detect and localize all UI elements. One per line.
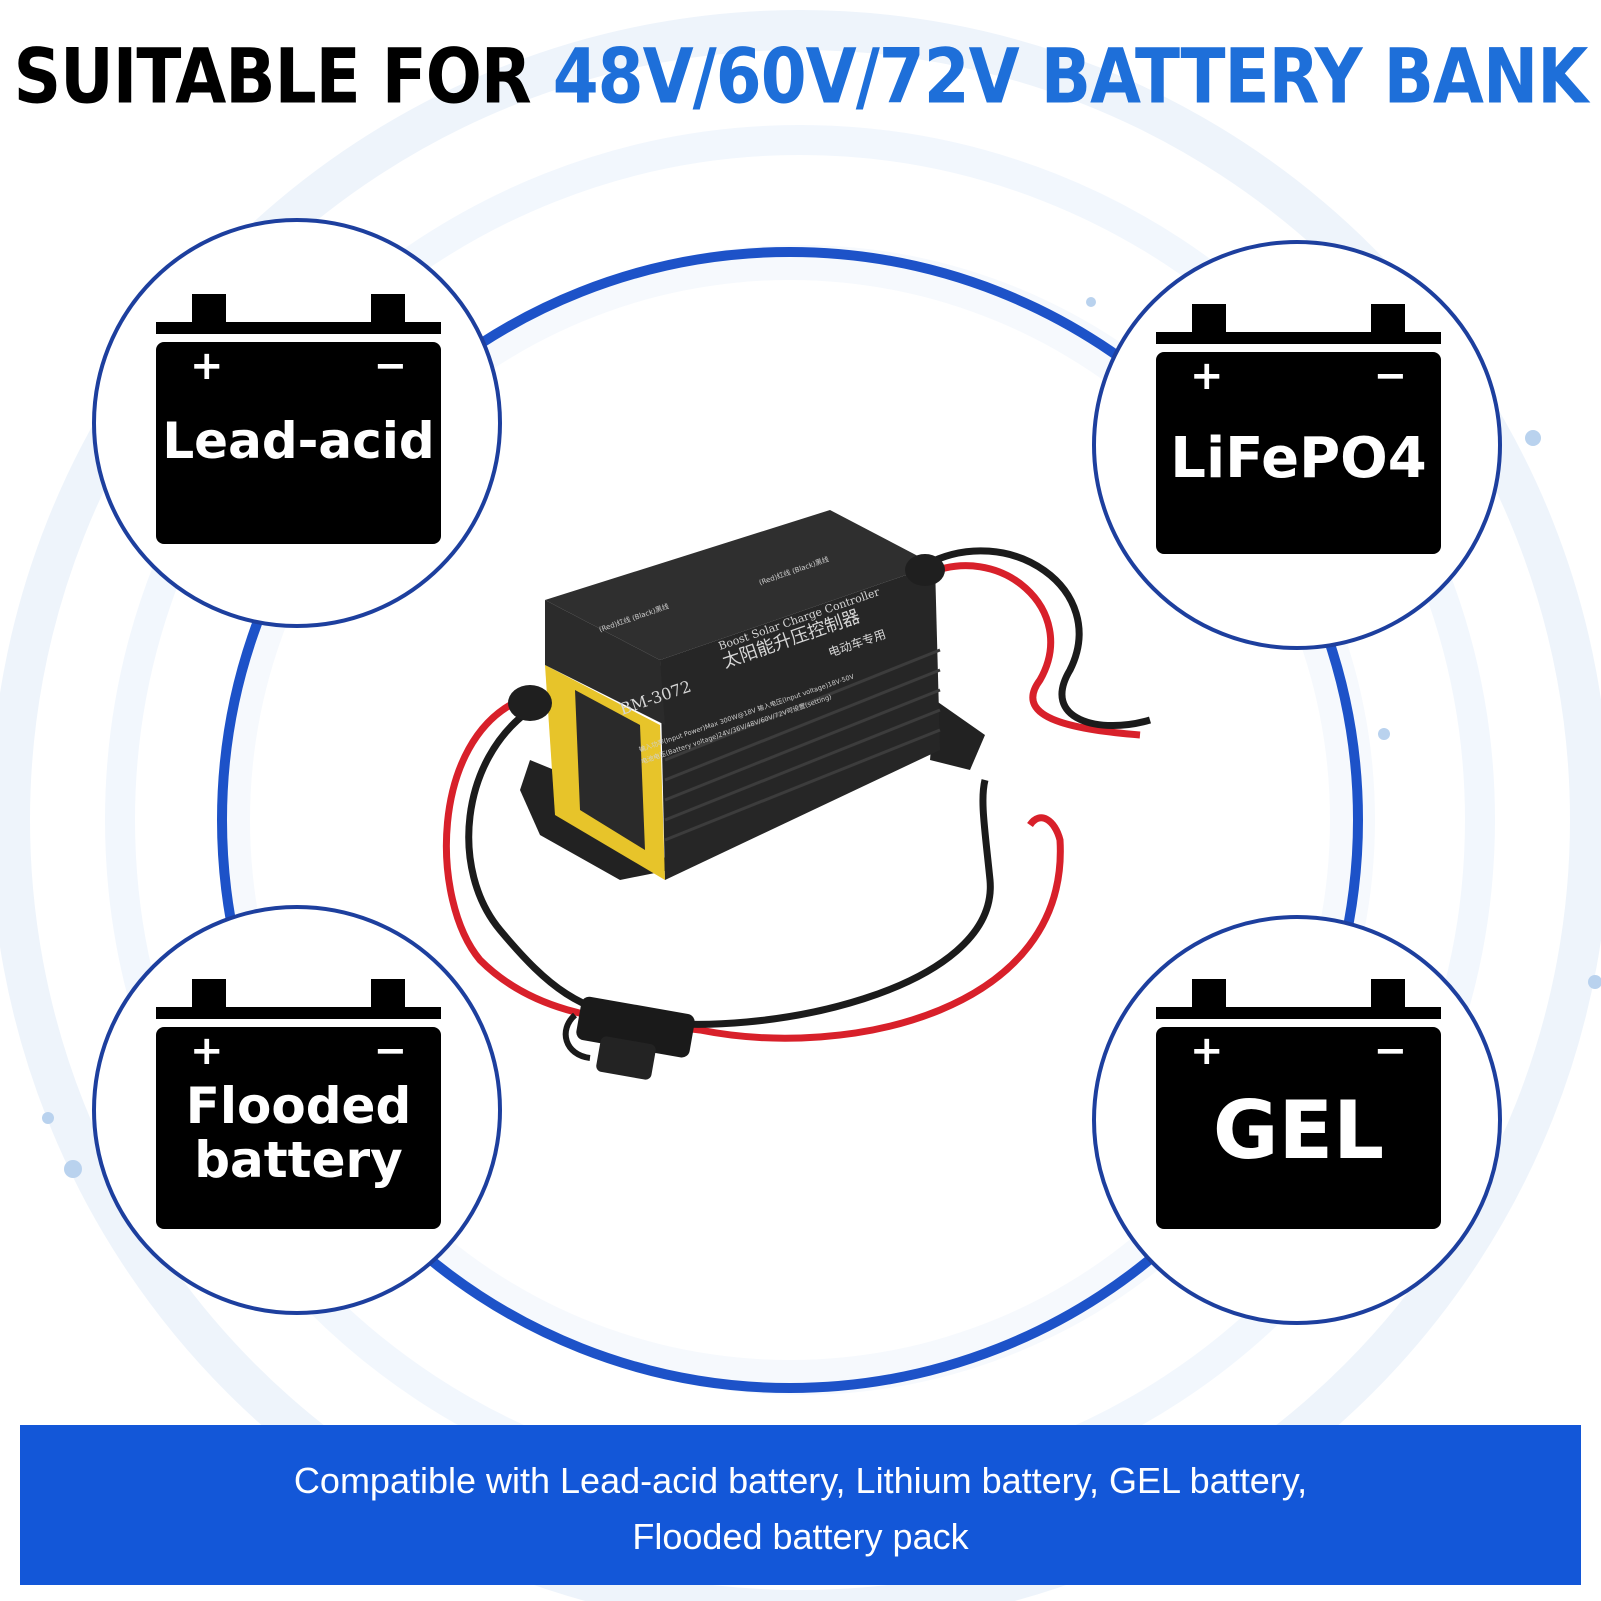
battery-badge-lead-acid: + − Lead-acid	[92, 218, 502, 628]
controller-front-inner	[575, 690, 645, 850]
decor-dot	[1525, 430, 1541, 446]
fuse-holder	[562, 996, 695, 1080]
minus-terminal-label: −	[1373, 1028, 1407, 1074]
decor-dot	[42, 1112, 54, 1124]
battery-badge-gel: + − GEL	[1092, 915, 1502, 1325]
cable-gland-left	[508, 685, 552, 721]
battery-icon: + − Flooded battery	[156, 979, 441, 1229]
battery-icon: + − GEL	[1156, 979, 1441, 1229]
battery-badge-flooded: + − Flooded battery	[92, 905, 502, 1315]
battery-type-label: Lead-acid	[162, 412, 435, 470]
compatibility-banner: Compatible with Lead-acid battery, Lithi…	[20, 1425, 1581, 1585]
battery-type-label-line2: battery	[194, 1131, 403, 1189]
decor-dot	[1378, 728, 1390, 740]
output-cable-black	[923, 547, 1152, 729]
battery-type-label-line1: Flooded	[185, 1077, 412, 1135]
plus-terminal-label: +	[190, 1028, 224, 1074]
cable-gland-right	[905, 554, 945, 586]
decor-dot	[1086, 297, 1096, 307]
headline-prefix: SUITABLE FOR	[13, 32, 532, 121]
plus-terminal-label: +	[1190, 353, 1224, 399]
minus-terminal-label: −	[373, 343, 407, 389]
headline-highlight: 48V/60V/72V BATTERY BANK	[552, 32, 1589, 121]
controller-top	[545, 510, 935, 660]
minus-terminal-label: −	[1373, 353, 1407, 399]
minus-terminal-label: −	[373, 1028, 407, 1074]
compatibility-text: Compatible with Lead-acid battery, Lithi…	[20, 1453, 1581, 1565]
output-cable-red	[923, 562, 1141, 739]
compatibility-line-1: Compatible with Lead-acid battery, Lithi…	[293, 1460, 1308, 1501]
mounting-flange-right	[930, 700, 985, 770]
decor-dot	[1588, 975, 1601, 989]
headline: SUITABLE FOR 48V/60V/72V BATTERY BANK	[0, 32, 1601, 121]
battery-icon: + − LiFePO4	[1156, 304, 1441, 554]
battery-icon: + − Lead-acid	[156, 294, 441, 544]
plus-terminal-label: +	[190, 343, 224, 389]
decor-dot	[64, 1160, 82, 1178]
battery-type-label: GEL	[1212, 1084, 1385, 1177]
plus-terminal-label: +	[1190, 1028, 1224, 1074]
controller-side	[660, 565, 940, 880]
compatibility-line-2: Flooded battery pack	[632, 1516, 969, 1557]
battery-badge-lifepo4: + − LiFePO4	[1092, 240, 1502, 650]
battery-type-label: LiFePO4	[1170, 426, 1427, 491]
